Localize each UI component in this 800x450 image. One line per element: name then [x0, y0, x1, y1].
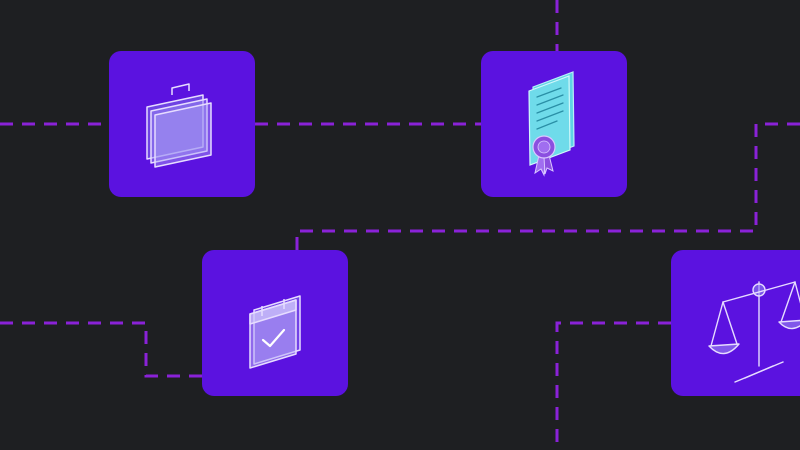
calendar-check-icon [249, 295, 301, 369]
scales-tile [671, 250, 800, 396]
connector-left-to-calendar [0, 321, 202, 378]
connector-scales-down [555, 321, 671, 450]
certificate-icon [528, 71, 575, 177]
briefcase-tile [109, 51, 255, 197]
scales-of-justice-icon [708, 281, 800, 383]
calendar-tile [202, 250, 348, 396]
briefcase-icon [146, 83, 212, 168]
certificate-tile [481, 51, 627, 197]
connector-right-to-calendar-row [295, 122, 800, 250]
